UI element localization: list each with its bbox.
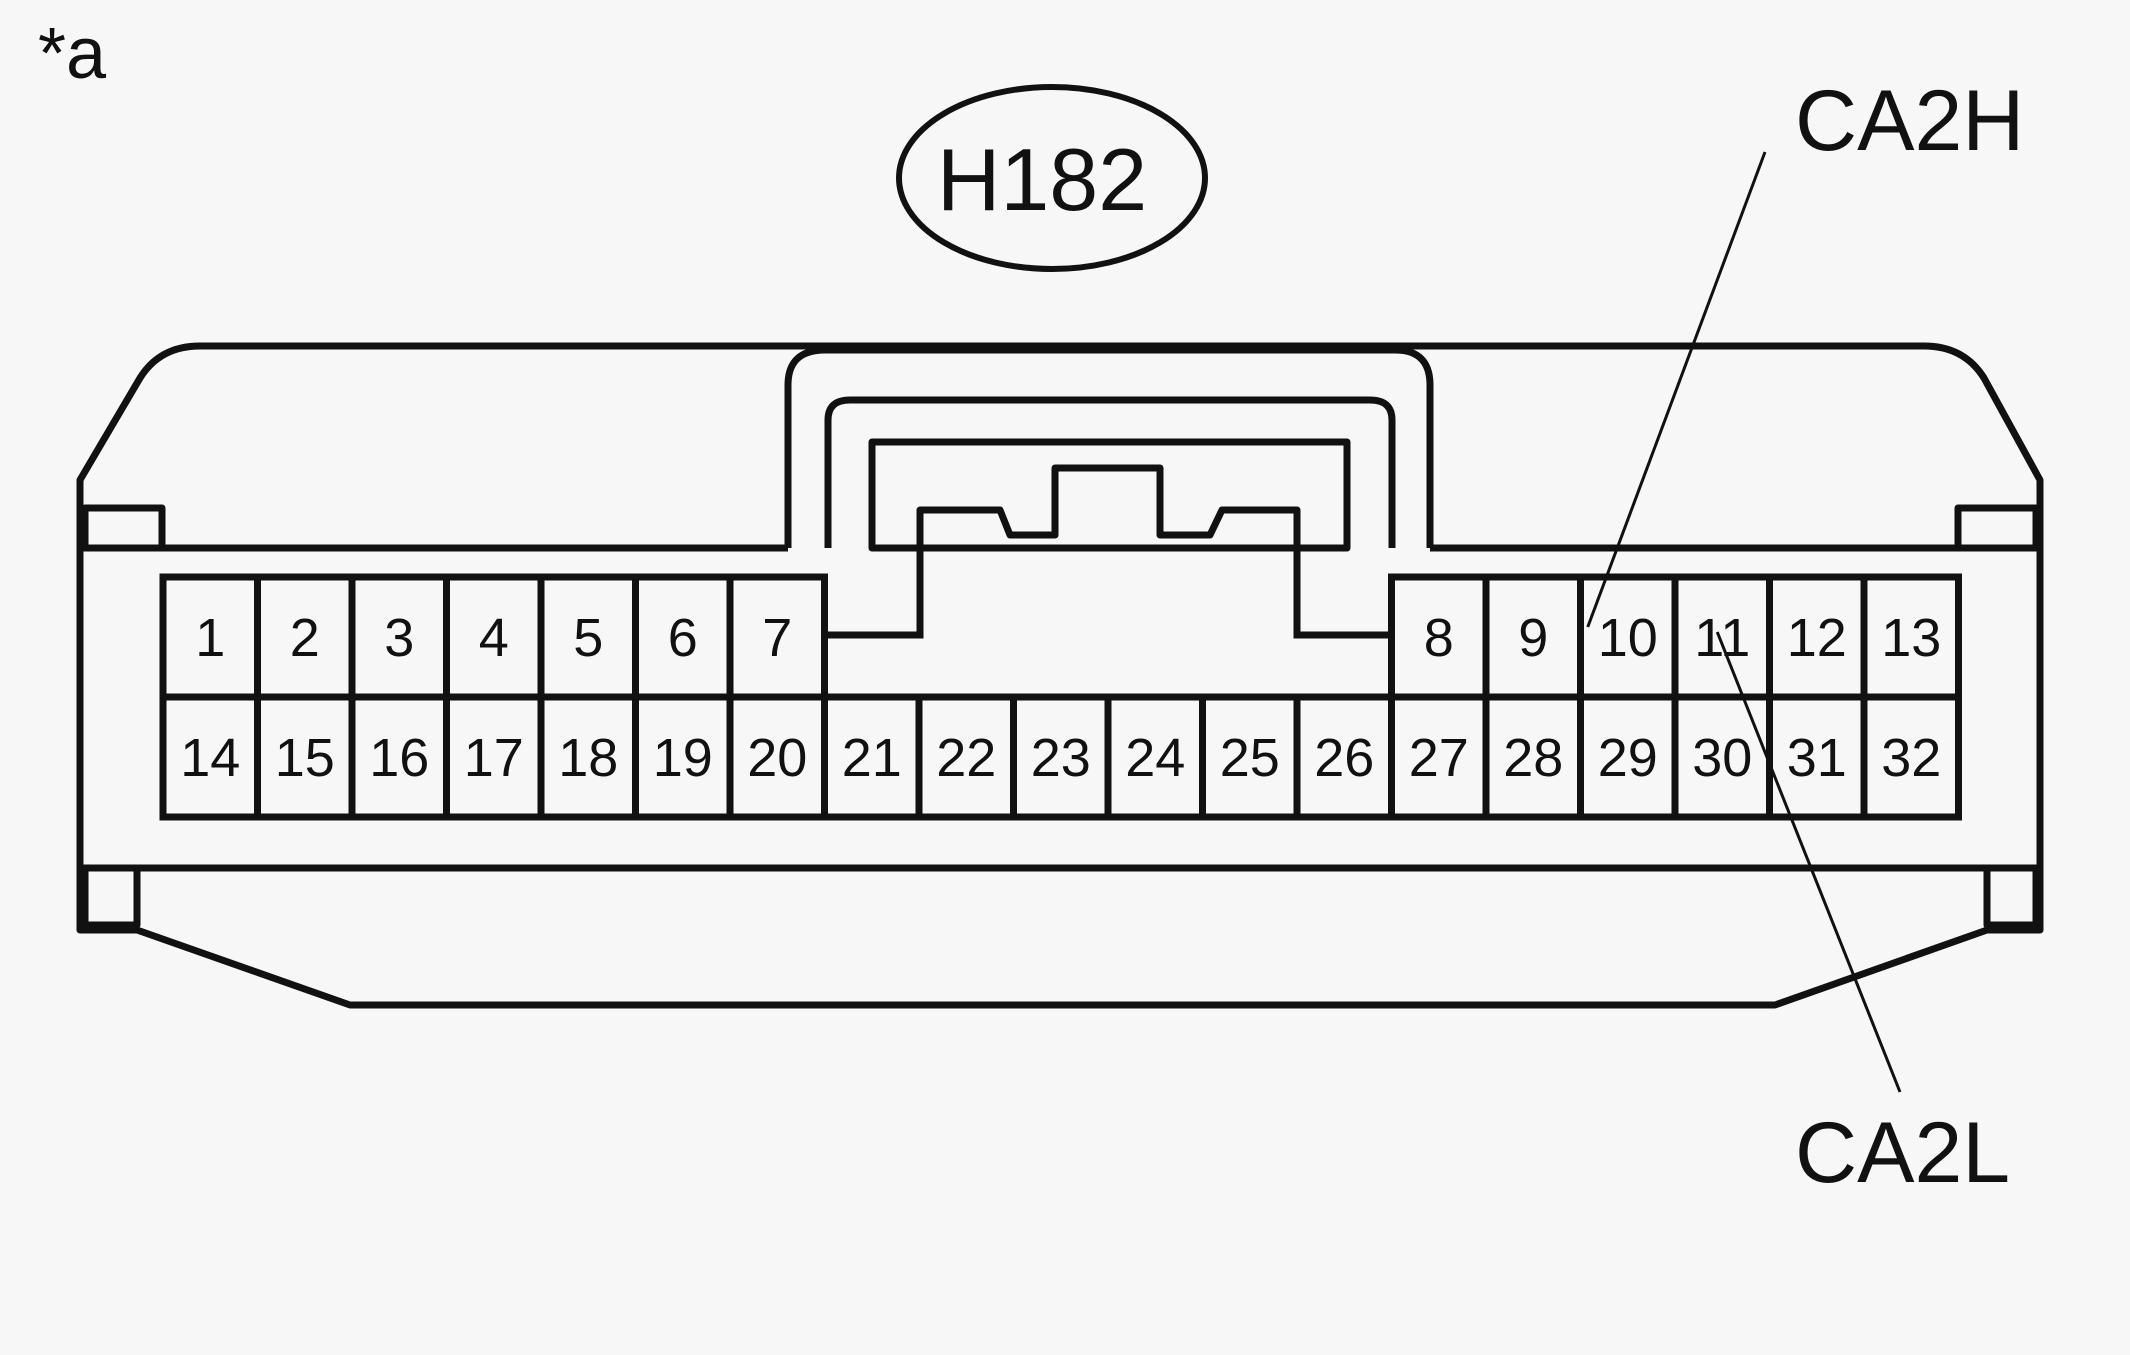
pin-label-23: 23 [1031, 728, 1091, 788]
latch-step-line [824, 548, 1392, 639]
pin-label-17: 17 [464, 728, 524, 788]
connector-id-oval [896, 84, 1208, 272]
pin-label-6: 6 [668, 608, 698, 668]
pin-label-28: 28 [1503, 728, 1563, 788]
figure-tag: *a [38, 14, 107, 94]
pin-label-30: 30 [1692, 728, 1752, 788]
callouts: CA2H CA2L [1586, 73, 2024, 1201]
pin-label-31: 31 [1787, 728, 1847, 788]
callout-leader-ca2h [1586, 151, 1767, 628]
pin-label-20: 20 [747, 728, 807, 788]
pin-label-18: 18 [558, 728, 618, 788]
callout-leader-ca2l [1715, 631, 1902, 1093]
pin-cell-32 [1860, 693, 1962, 821]
pin-label-11: 11 [1694, 608, 1750, 668]
pin-label-32: 32 [1881, 728, 1941, 788]
pin-label-1: 1 [195, 608, 225, 668]
pin-label-15: 15 [275, 728, 335, 788]
pin-label-2: 2 [290, 608, 320, 668]
pin-label-7: 7 [762, 608, 792, 668]
callout-label-ca2l: CA2L [1795, 1105, 2010, 1201]
pin-label-26: 26 [1314, 728, 1374, 788]
pin-label-13: 13 [1881, 608, 1941, 668]
connector-id-label: H182 [937, 130, 1147, 229]
connector-housing [76, 342, 2044, 1009]
pin-label-24: 24 [1125, 728, 1185, 788]
pin-label-21: 21 [842, 728, 902, 788]
pin-label-16: 16 [369, 728, 429, 788]
pin-label-14: 14 [180, 728, 240, 788]
callout-label-ca2h: CA2H [1795, 73, 2024, 169]
pin-label-4: 4 [479, 608, 509, 668]
pin-label-5: 5 [573, 608, 603, 668]
pin-label-12: 12 [1787, 608, 1847, 668]
pin-label-27: 27 [1409, 728, 1469, 788]
pin-label-10: 10 [1598, 608, 1658, 668]
pin-label-22: 22 [936, 728, 996, 788]
pin-label-19: 19 [653, 728, 713, 788]
pin-label-25: 25 [1220, 728, 1280, 788]
pin-label-29: 29 [1598, 728, 1658, 788]
pin-label-3: 3 [384, 608, 414, 668]
pin-label-9: 9 [1518, 608, 1548, 668]
pin-label-8: 8 [1424, 608, 1454, 668]
